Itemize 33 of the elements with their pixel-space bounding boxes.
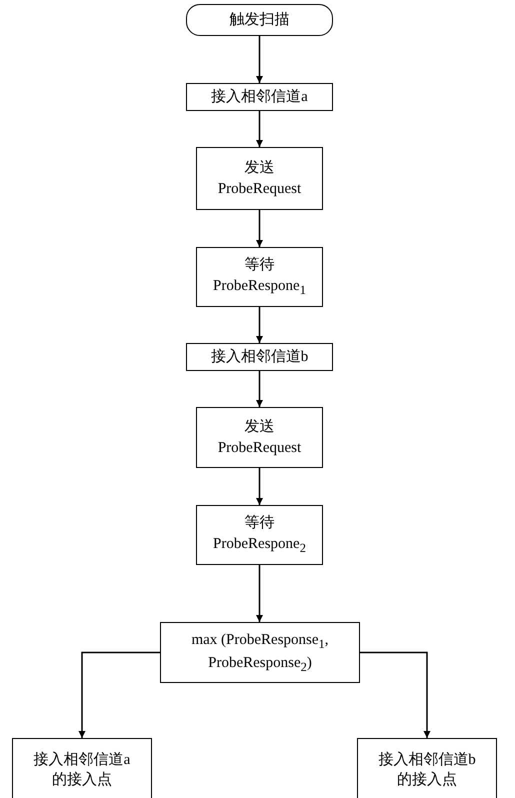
node-text: 接入相邻信道a的接入点 <box>32 750 132 790</box>
arrow <box>256 468 263 505</box>
node-text: 发送 <box>244 418 274 438</box>
node-text: 触发扫描 <box>230 10 290 30</box>
node-text: 发送 <box>244 159 274 178</box>
arrow <box>78 652 160 738</box>
process-box <box>186 83 333 111</box>
arrow <box>256 111 263 147</box>
process-box <box>196 147 323 210</box>
node-text: 接入相邻信道b的接入点 <box>377 750 477 790</box>
node-text: 等待 <box>244 256 274 276</box>
process-box <box>196 407 323 468</box>
node-text: ProbeRespone$_{2}$ <box>213 534 306 557</box>
arrow <box>256 565 263 622</box>
node-text: 等待 <box>244 514 274 534</box>
arrow <box>256 210 263 247</box>
process-box <box>186 343 333 371</box>
process-box <box>357 738 497 798</box>
node-text: ProbeRequest <box>218 438 302 458</box>
arrow <box>256 371 263 407</box>
process-box <box>196 247 323 307</box>
start-terminal <box>186 4 333 36</box>
node-text: ProbeRequest <box>218 180 302 198</box>
node-text: ProbeRespone$_{1}$ <box>213 276 306 299</box>
node-text: 接入相邻信道b <box>210 348 308 367</box>
arrow <box>256 307 263 343</box>
process-box <box>160 622 360 683</box>
arrow <box>256 36 263 83</box>
node-text: max (ProbeResponse$_{1}$, ProbeResponse$_{2}$) <box>190 630 330 676</box>
process-box <box>12 738 152 798</box>
node-text: 接入相邻信道a <box>211 88 308 107</box>
arrow <box>360 652 430 738</box>
process-box <box>196 505 323 565</box>
